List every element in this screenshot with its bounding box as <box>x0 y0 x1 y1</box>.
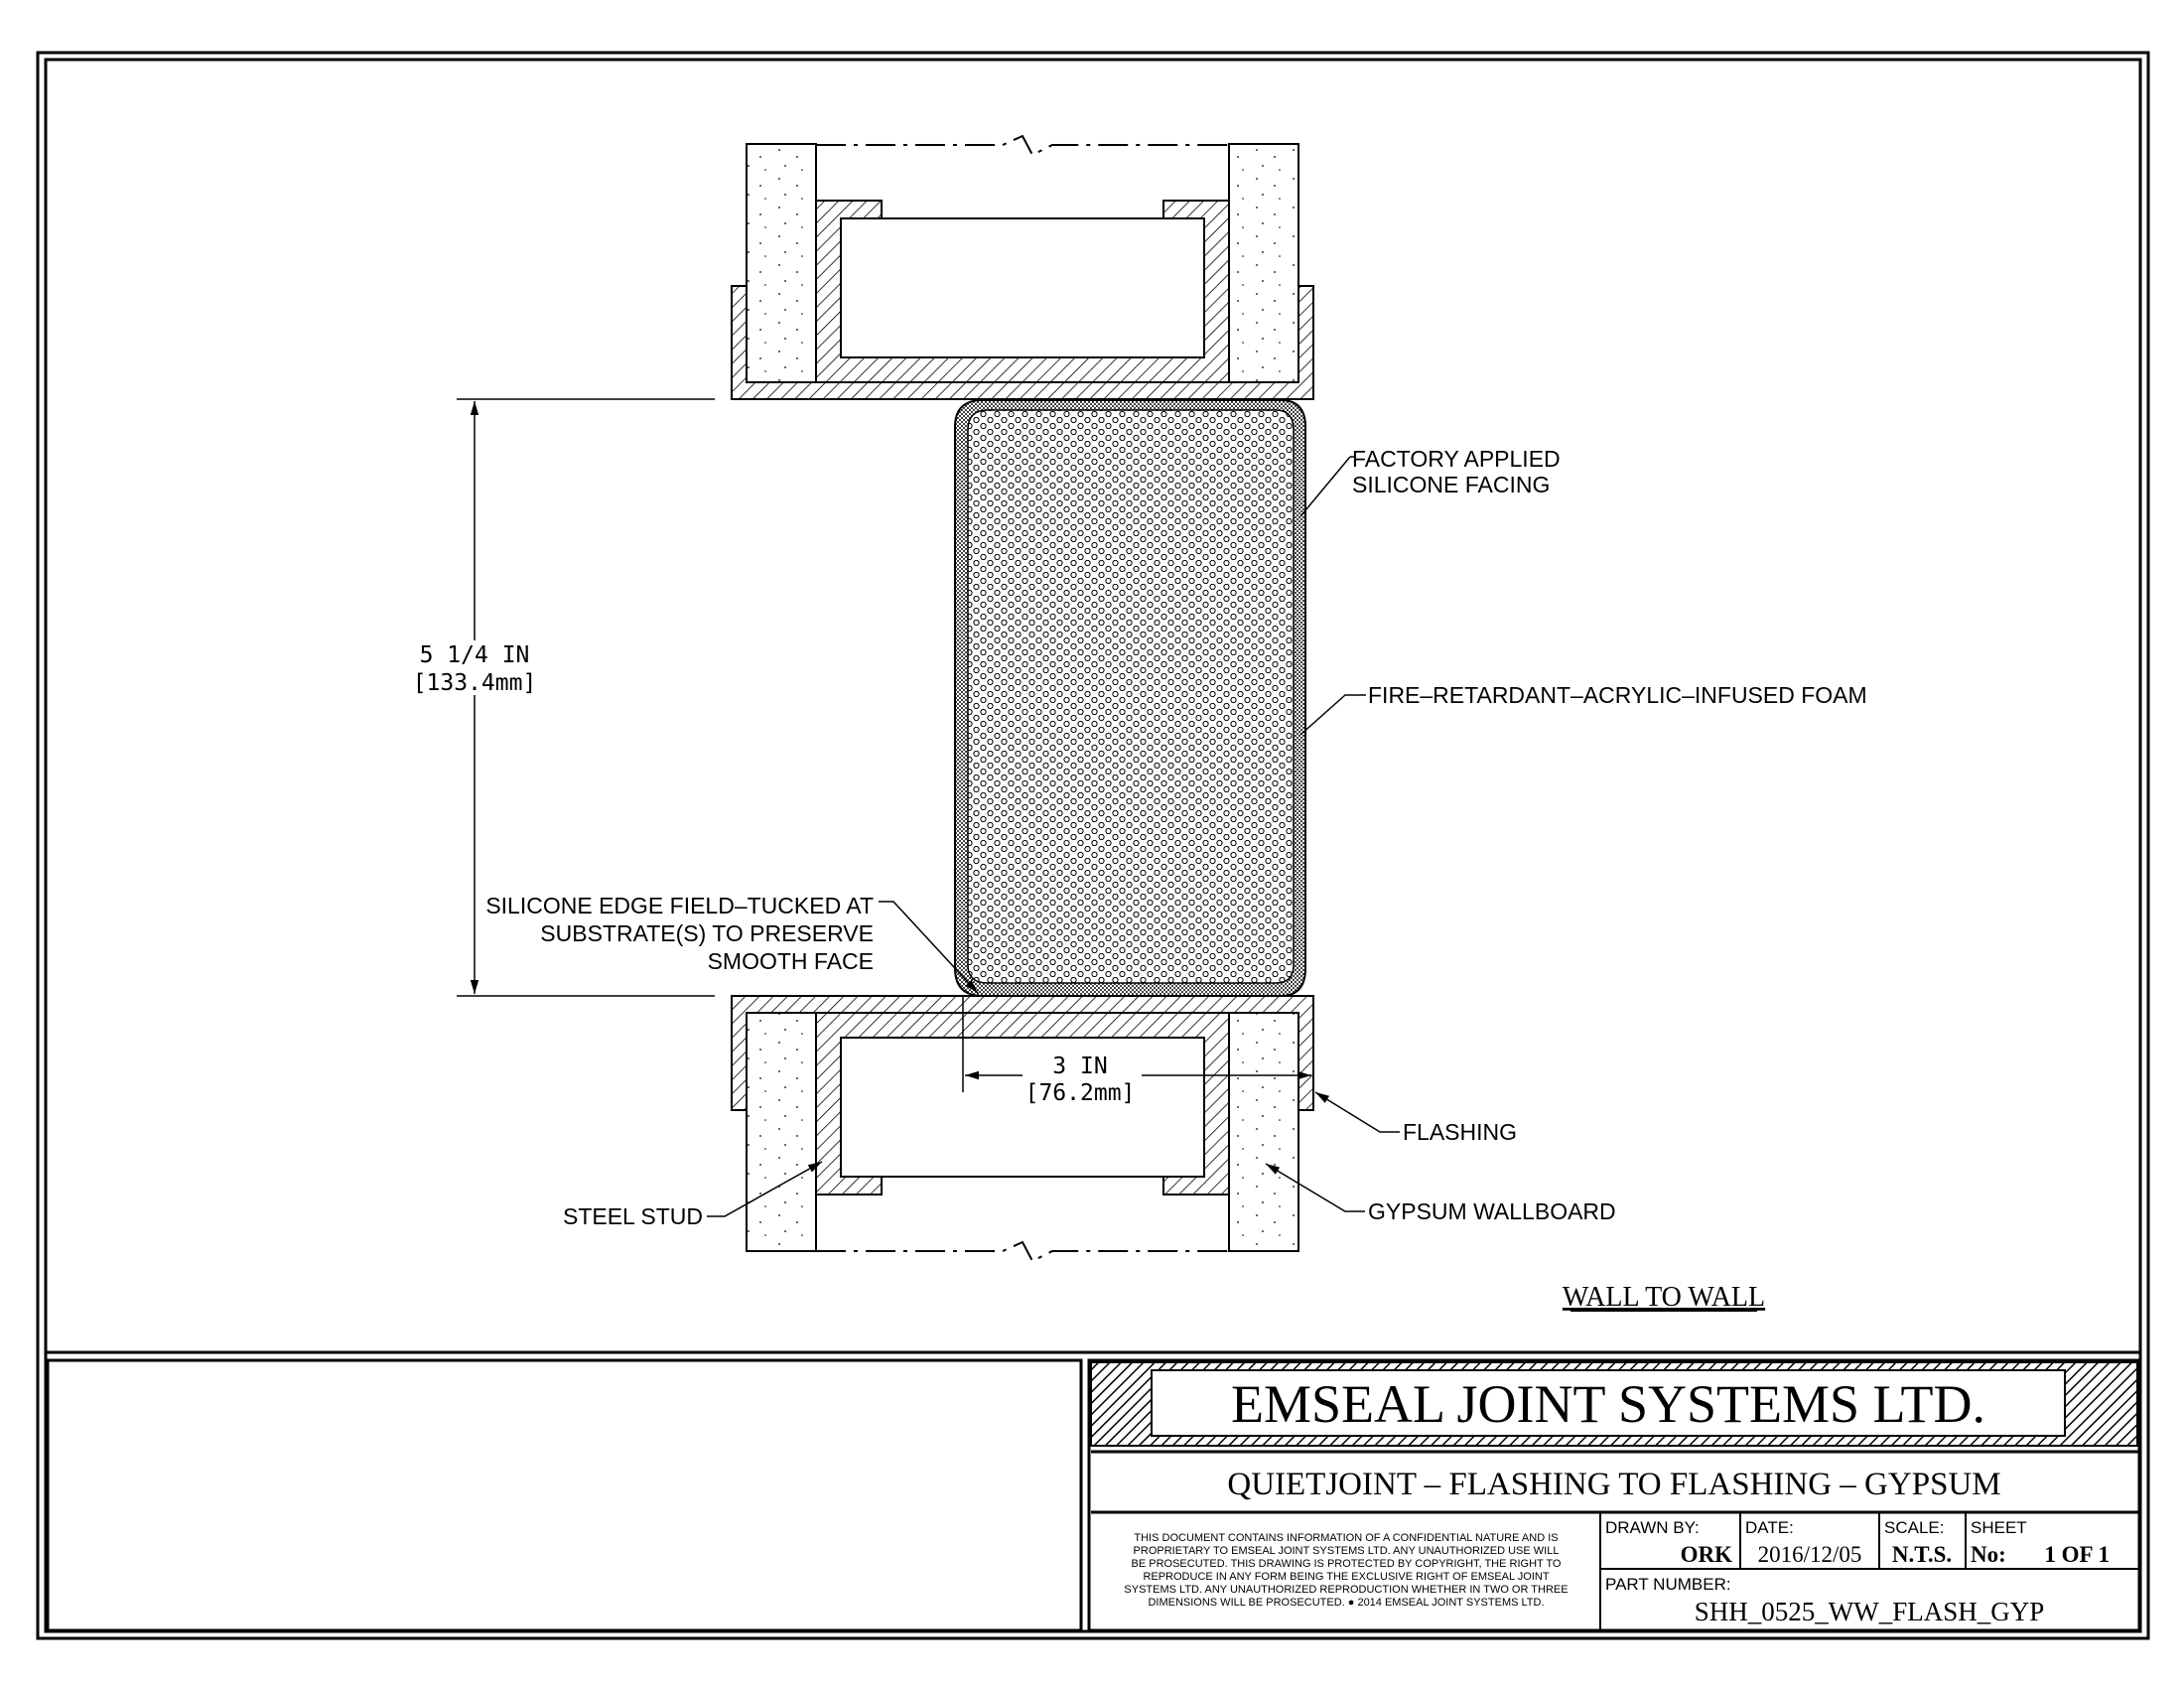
part-number-label: PART NUMBER: <box>1605 1575 1731 1594</box>
scale-label: SCALE: <box>1884 1518 1944 1537</box>
disclaimer-line-1: THIS DOCUMENT CONTAINS INFORMATION OF A … <box>1134 1532 1558 1544</box>
product-title: QUIETJOINT – FLASHING TO FLASHING – GYPS… <box>1227 1467 2000 1502</box>
width-dimension: 3 IN [76.2mm] <box>962 996 1311 1106</box>
disclaimer-line-3: BE PROSECUTED. THIS DRAWING IS PROTECTED… <box>1132 1558 1562 1570</box>
scale-value: N.T.S. <box>1892 1542 1952 1567</box>
label-silicone-edge-3: SMOOTH FACE <box>708 948 874 974</box>
label-silicone-edge-2: SUBSTRATE(S) TO PRESERVE <box>540 920 874 946</box>
top-gypsum-right <box>1228 143 1299 383</box>
sheet-label: SHEET <box>1971 1518 2027 1537</box>
sheet-no-label: No: <box>1971 1542 2006 1567</box>
leader-factory-applied <box>1299 456 1351 517</box>
outer-border <box>36 51 2150 1640</box>
drawn-by-label: DRAWN BY: <box>1605 1518 1700 1537</box>
height-dimension: 5 1/4 IN [133.4mm] <box>413 398 715 997</box>
label-factory-applied-2: SILICONE FACING <box>1352 472 1550 497</box>
disclaimer-line-6: DIMENSIONS WILL BE PROSECUTED. ● 2014 EM… <box>1148 1597 1544 1609</box>
callout-silicone-edge: SILICONE EDGE FIELD–TUCKED AT SUBSTRATE(… <box>485 893 979 994</box>
company-name-box <box>1151 1369 2066 1437</box>
leader-gypsum <box>1265 1163 1365 1212</box>
view-title: WALL TO WALL <box>1563 1282 1765 1313</box>
date-value: 2016/12/05 <box>1758 1542 1862 1567</box>
callout-gypsum: GYPSUM WALLBOARD <box>1265 1163 1616 1224</box>
drawn-by-value: ORK <box>1681 1542 1733 1567</box>
disclaimer-line-4: REPRODUCE IN ANY FORM BEING THE EXCLUSIV… <box>1143 1571 1549 1583</box>
width-metric: [76.2mm] <box>1025 1080 1136 1106</box>
leader-foam <box>1299 694 1366 736</box>
leader-steel-stud <box>707 1161 823 1217</box>
bottom-wall-assembly <box>731 995 1314 1263</box>
top-break-line <box>816 134 1229 157</box>
disclaimer-line-2: PROPRIETARY TO EMSEAL JOINT SYSTEMS LTD.… <box>1134 1545 1560 1557</box>
title-block: EMSEAL JOINT SYSTEMS LTD. QUIETJOINT – F… <box>1087 1358 2141 1632</box>
height-metric: [133.4mm] <box>413 670 537 696</box>
part-number-value: SHH_0525_WW_FLASH_GYP <box>1695 1597 2045 1626</box>
bottom-stud-cavity <box>840 1037 1205 1178</box>
bottom-flashing <box>731 995 1314 1111</box>
top-gypsum-left <box>746 143 817 383</box>
callout-factory-applied: FACTORY APPLIED SILICONE FACING <box>1299 446 1561 517</box>
top-wall-assembly <box>731 134 1314 400</box>
leader-flashing <box>1314 1091 1400 1133</box>
height-imperial: 5 1/4 IN <box>420 642 530 668</box>
bottom-gypsum-left <box>746 1012 817 1252</box>
disclaimer-line-5: SYSTEMS LTD. ANY UNAUTHORIZED REPRODUCTI… <box>1124 1584 1568 1596</box>
callout-foam: FIRE–RETARDANT–ACRYLIC–INFUSED FOAM <box>1299 682 1867 736</box>
bottom-gypsum-right <box>1228 1012 1299 1252</box>
callout-steel-stud: STEEL STUD <box>563 1161 823 1229</box>
bottom-break-line <box>816 1240 1229 1263</box>
width-imperial: 3 IN <box>1052 1054 1107 1079</box>
company-name: EMSEAL JOINT SYSTEMS LTD. <box>1231 1374 1985 1434</box>
title-block-frame <box>1087 1358 2141 1632</box>
label-gypsum: GYPSUM WALLBOARD <box>1368 1198 1616 1224</box>
sheet-value: 1 OF 1 <box>2044 1542 2110 1567</box>
notes-box <box>46 1358 1083 1632</box>
date-label: DATE: <box>1745 1518 1794 1537</box>
label-foam: FIRE–RETARDANT–ACRYLIC–INFUSED FOAM <box>1368 682 1867 708</box>
label-factory-applied-1: FACTORY APPLIED <box>1352 446 1561 472</box>
label-flashing: FLASHING <box>1403 1119 1517 1145</box>
acrylic-foam-core <box>967 409 1295 984</box>
label-silicone-edge-1: SILICONE EDGE FIELD–TUCKED AT <box>485 893 874 918</box>
top-flashing <box>731 285 1314 400</box>
label-steel-stud: STEEL STUD <box>563 1203 703 1229</box>
top-stud-cavity <box>840 217 1205 358</box>
callout-flashing: FLASHING <box>1314 1091 1517 1145</box>
foam-seal <box>954 399 1306 997</box>
leader-silicone-edge <box>879 901 979 994</box>
